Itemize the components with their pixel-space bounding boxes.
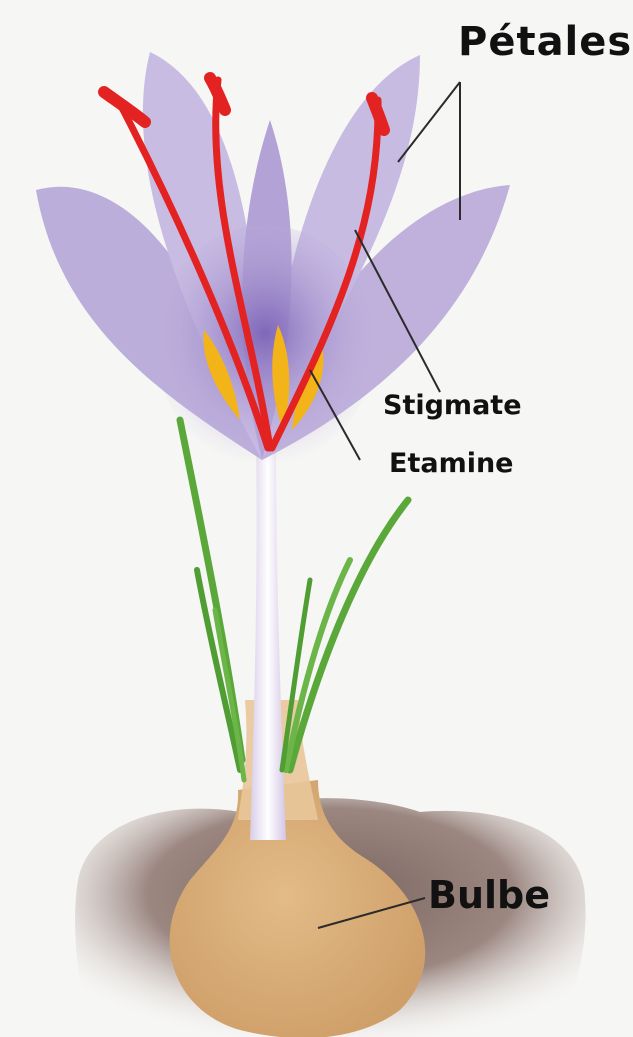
label-stigma: Stigmate (383, 392, 522, 419)
label-petals: Pétales (458, 22, 632, 62)
label-stamen: Etamine (389, 450, 514, 477)
leaves (180, 420, 408, 780)
stem (250, 440, 286, 840)
label-bulb: Bulbe (428, 876, 550, 914)
